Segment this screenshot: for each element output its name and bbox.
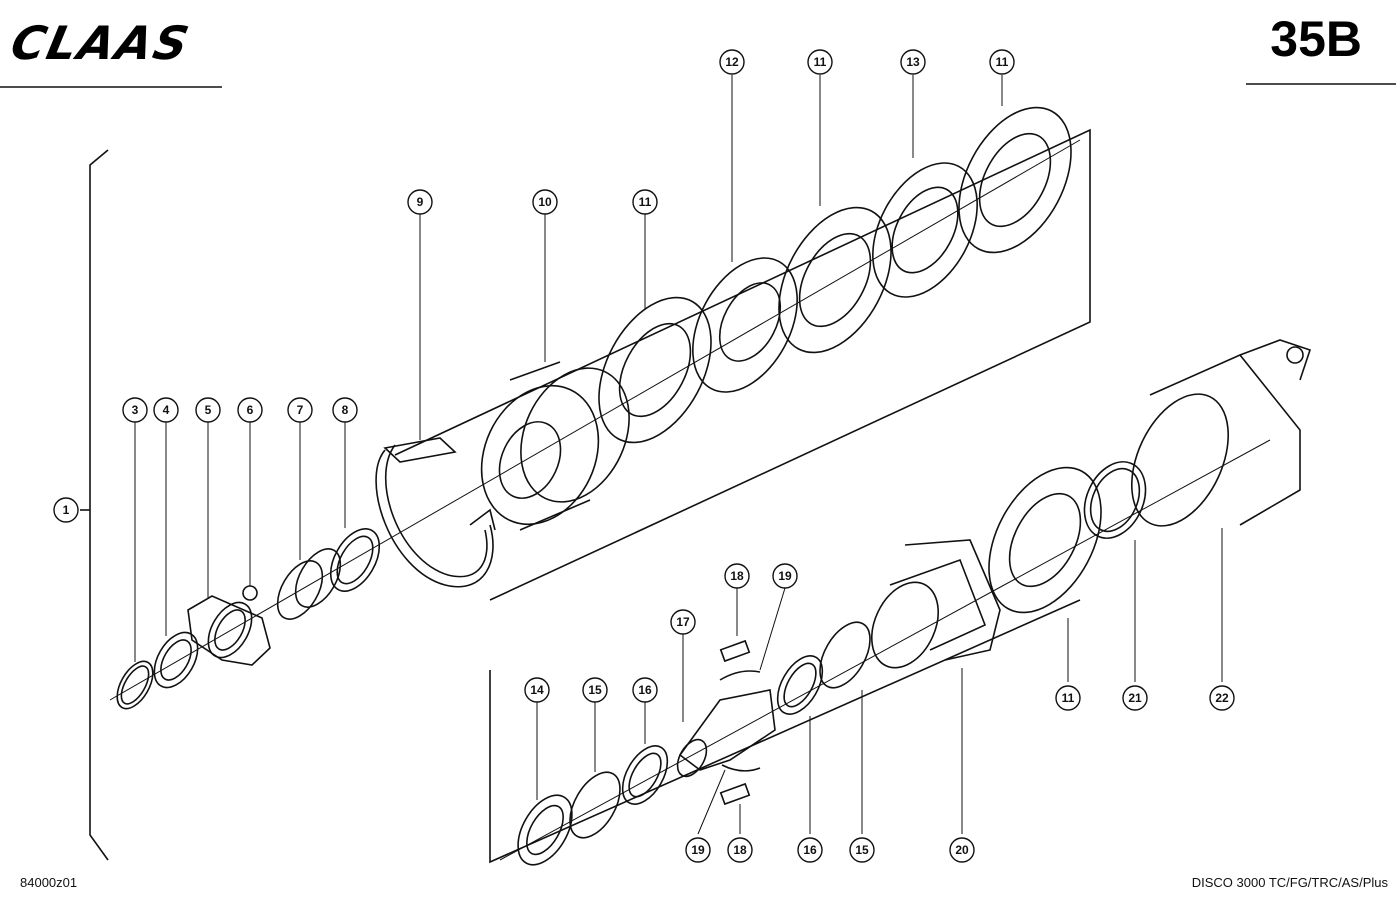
callout-7: 7	[297, 403, 304, 417]
part-18-key-b	[719, 782, 751, 806]
part-19-half-ring-a	[719, 670, 761, 681]
callout-6: 6	[247, 403, 254, 417]
callout-8: 8	[342, 403, 349, 417]
callout-11: 11	[996, 55, 1009, 69]
callout-9: 9	[417, 195, 424, 209]
assembly-bracket	[89, 149, 109, 861]
callout-21: 21	[1128, 691, 1142, 705]
upper-group-frame	[394, 128, 1091, 601]
part-12-lug-plate	[692, 257, 798, 393]
part-6-ball	[242, 585, 258, 601]
part-18-key-a	[719, 639, 751, 663]
part-16-washer-a	[621, 745, 669, 805]
callout-22: 22	[1215, 691, 1229, 705]
callout-16: 16	[638, 683, 652, 697]
callout-10: 10	[538, 195, 552, 209]
callout-20: 20	[955, 843, 969, 857]
callout-1: 1	[63, 503, 70, 517]
callout-12: 12	[725, 55, 739, 69]
part-11-friction-disc-a	[598, 296, 712, 444]
part-20-hub	[871, 539, 1001, 669]
callout-16: 16	[803, 843, 817, 857]
model-label: DISCO 3000 TC/FG/TRC/AS/Plus	[1191, 875, 1388, 890]
part-19-half-ring-b	[721, 764, 761, 772]
part-16-washer-b	[776, 655, 824, 715]
callout-15: 15	[588, 683, 602, 697]
drawing-code: 84000z01	[20, 875, 78, 890]
callout-4: 4	[163, 403, 170, 417]
part-21-ring	[1083, 461, 1147, 539]
callout-19: 19	[691, 843, 705, 857]
callout-3: 3	[132, 403, 139, 417]
callout-18: 18	[730, 569, 744, 583]
callout-5: 5	[205, 403, 212, 417]
callout-14: 14	[530, 683, 544, 697]
callout-circles	[53, 49, 1235, 863]
callout-11: 11	[814, 55, 827, 69]
leader-lines	[134, 75, 1223, 835]
part-8-bushing	[329, 528, 381, 592]
part-5-flange	[187, 595, 271, 666]
part-15-circlip-a	[569, 771, 621, 839]
part-9-clamp-band	[375, 437, 496, 588]
page-number: 35B	[1270, 11, 1362, 67]
part-10-spring-hub	[480, 361, 630, 531]
lower-group-frame	[489, 599, 1081, 864]
part-17-shaft	[676, 689, 776, 778]
part-3-circlip	[116, 660, 154, 710]
callout-15: 15	[855, 843, 869, 857]
callout-labels: 1 3 4 5 6 7 8 9 10 11 12 11 13 11 14 15 …	[63, 55, 1229, 857]
part-11-friction-disc-c	[958, 106, 1072, 254]
part-4-seal-ring	[153, 631, 199, 689]
callout-11: 11	[1062, 691, 1075, 705]
callout-18: 18	[733, 843, 747, 857]
callout-11: 11	[639, 195, 652, 209]
callout-13: 13	[906, 55, 920, 69]
part-11-friction-disc-b	[778, 206, 892, 354]
part-14-seal	[517, 794, 573, 866]
part-13-lug-plate	[872, 162, 978, 298]
part-11-friction-disc-d	[988, 466, 1102, 614]
callout-17: 17	[676, 615, 690, 629]
lower-axis	[499, 439, 1271, 861]
part-22-drum-housing	[1130, 339, 1312, 527]
part-15-circlip-b	[819, 621, 871, 689]
part-7-o-rings	[276, 548, 342, 620]
callout-19: 19	[778, 569, 792, 583]
